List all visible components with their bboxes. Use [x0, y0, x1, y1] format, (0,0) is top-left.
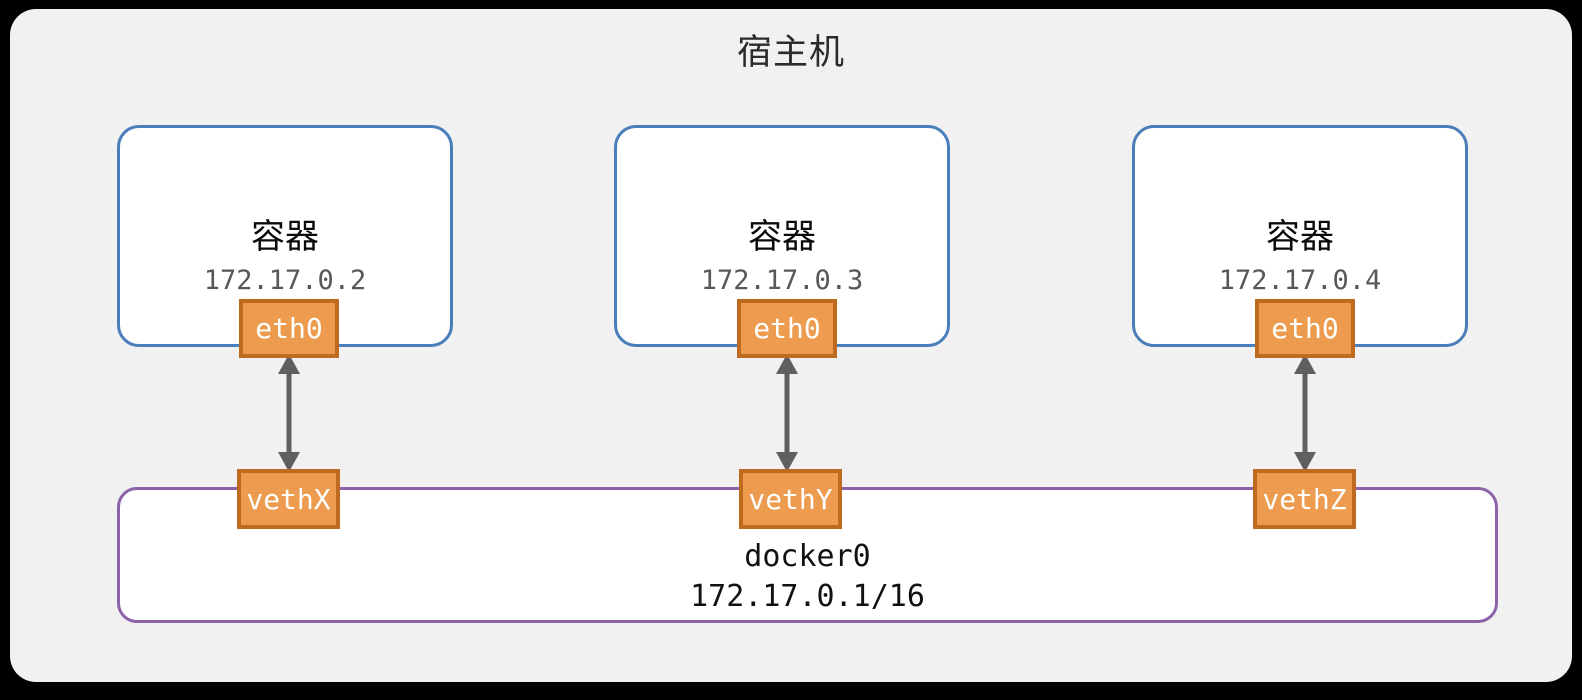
bridge-name-label: docker0 — [744, 539, 871, 574]
container-label-3: 容器 — [1266, 217, 1334, 257]
container-eth0-chip-2[interactable]: eth0 — [737, 299, 837, 358]
host-veth-chip-3[interactable]: vethZ — [1253, 469, 1356, 529]
link-arrow-icon-3 — [1294, 354, 1316, 472]
host-veth-chip-1[interactable]: vethX — [237, 469, 340, 529]
container-eth0-chip-1[interactable]: eth0 — [239, 299, 339, 358]
container-ip-1: 172.17.0.2 — [203, 265, 367, 296]
container-ip-2: 172.17.0.3 — [700, 265, 864, 296]
host-machine-title: 宿主机 — [736, 33, 845, 73]
container-label-1: 容器 — [251, 217, 319, 257]
container-label-2: 容器 — [748, 217, 816, 257]
link-arrow-icon-2 — [776, 354, 798, 472]
host-machine-panel: 宿主机 容器 172.17.0.2 容器 172.17.0.3 容器 172.1… — [10, 9, 1572, 682]
bridge-cidr-label: 172.17.0.1/16 — [690, 579, 925, 614]
container-eth0-chip-3[interactable]: eth0 — [1255, 299, 1355, 358]
link-arrow-icon-1 — [278, 354, 300, 472]
host-veth-chip-2[interactable]: vethY — [739, 469, 842, 529]
container-ip-3: 172.17.0.4 — [1218, 265, 1382, 296]
